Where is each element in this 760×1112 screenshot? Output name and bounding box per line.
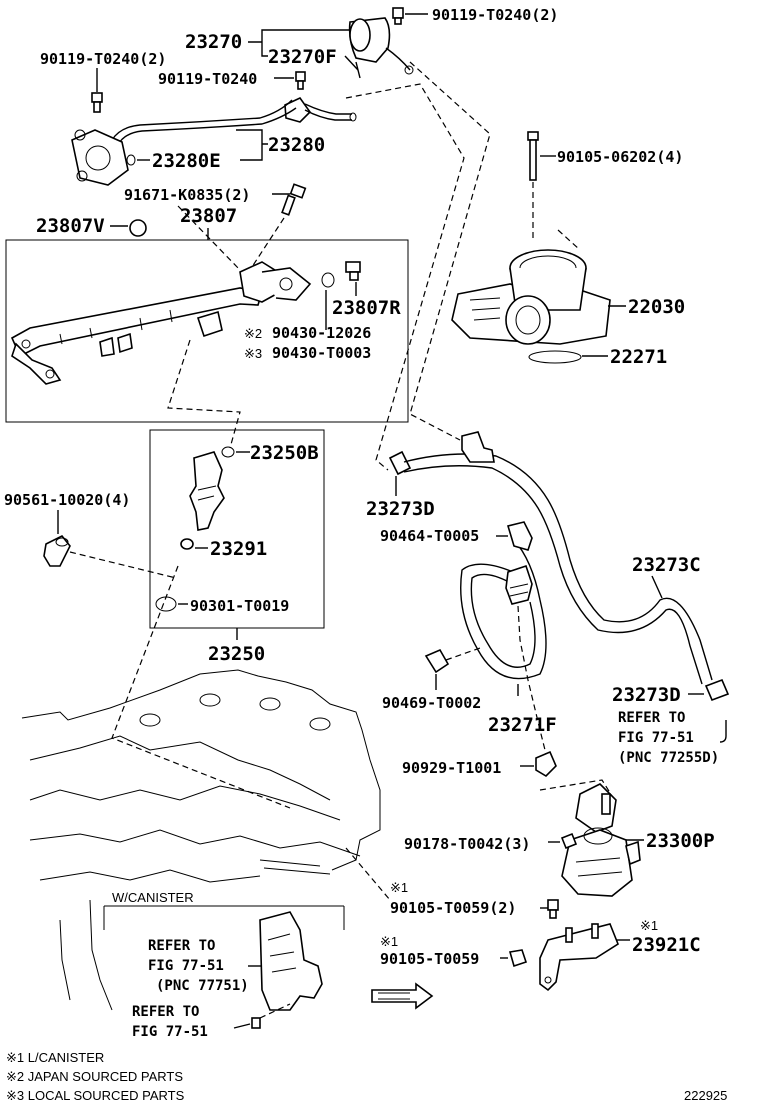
bracket-23921C [539, 923, 619, 992]
label-23273C: 23273C [632, 554, 701, 576]
plug-23807R-icon [345, 261, 361, 281]
label-23280: 23280 [268, 134, 325, 156]
vsv-23300P [561, 783, 641, 897]
canister-ref1-line3: (PNC 77751) [156, 978, 249, 994]
o-ring-23250B-icon [221, 446, 235, 458]
mark1-b: ※1 [380, 934, 398, 949]
injector-23250 [189, 451, 225, 531]
bolt-90105-06202-icon [527, 131, 539, 181]
label-23300P: 23300P [646, 830, 715, 852]
label-23271F: 23271F [488, 714, 557, 736]
label-23270: 23270 [185, 31, 242, 53]
label-23807R: 23807R [332, 297, 401, 319]
label-23270F: 23270F [268, 46, 337, 68]
canister-ref2-line2: FIG 77-51 [132, 1024, 208, 1040]
insulator-23291-icon [180, 538, 194, 550]
bolt-canister-icon [251, 1017, 261, 1029]
clip-23273D-top-icon [388, 450, 412, 476]
fuel-hose-23271F [460, 539, 547, 680]
o-ring-90430-icon [321, 272, 335, 288]
label-90119-single: 90119-T0240 [158, 70, 257, 88]
pulsation-damper-icon [71, 129, 129, 186]
fuel-pipe-23280 [111, 96, 357, 146]
bolt-90105-T0059-icon [508, 949, 528, 968]
fuel-rail-box [5, 239, 409, 423]
refer-right-line1: REFER TO [618, 710, 685, 726]
o-ring-90301-icon [155, 596, 177, 612]
label-90105-T0059-2: 90105-T0059(2) [390, 899, 516, 917]
footnote-3: ※3 LOCAL SOURCED PARTS [6, 1088, 185, 1103]
canister-box-title: W/CANISTER [112, 890, 194, 905]
fuel-rail-23807 [10, 261, 312, 385]
canister-ref2-line1: REFER TO [132, 1004, 199, 1020]
refer-right-line3: (PNC 77255D) [618, 750, 719, 766]
mark3: ※3 [244, 346, 262, 361]
label-90178: 90178-T0042(3) [404, 835, 530, 853]
nut-23807V-icon [129, 219, 147, 237]
label-22271: 22271 [610, 346, 667, 368]
bolt-90119-left-icon [91, 92, 103, 113]
clip-90929-icon [535, 750, 557, 778]
label-23807V: 23807V [36, 215, 105, 237]
nut-90178-icon [560, 832, 578, 850]
pressure-regulator-23270 [348, 17, 414, 79]
label-90119-top: 90119-T0240(2) [432, 6, 558, 24]
label-23807: 23807 [180, 205, 237, 227]
label-91671: 91671-K0835(2) [124, 186, 250, 204]
label-90430-T0003: 90430-T0003 [272, 344, 371, 362]
footnote-2: ※2 JAPAN SOURCED PARTS [6, 1069, 183, 1084]
o-ring-23280E-icon [126, 154, 136, 166]
label-23291: 23291 [210, 538, 267, 560]
throttle-body-22030 [451, 249, 611, 345]
label-23250: 23250 [208, 643, 265, 665]
label-23250B: 23250B [250, 442, 319, 464]
clip-23273D-right-icon [704, 678, 730, 702]
footnote-1: ※1 L/CANISTER [6, 1050, 104, 1065]
label-23273D-right: 23273D [612, 684, 681, 706]
label-90430-12026: 90430-12026 [272, 324, 371, 342]
fuel-hose-23273C [403, 431, 713, 685]
engine-block-sketch [21, 669, 381, 1011]
mark2: ※2 [244, 326, 262, 341]
clip-90469-icon [424, 648, 450, 674]
direction-arrow-icon [371, 982, 434, 1010]
plug-90561-icon [43, 534, 71, 567]
diagram-number: 222925 [684, 1088, 727, 1103]
label-90464: 90464-T0005 [380, 527, 479, 545]
label-90105-06202: 90105-06202(4) [557, 148, 683, 166]
label-90119-left: 90119-T0240(2) [40, 50, 166, 68]
label-22030: 22030 [628, 296, 685, 318]
refer-right-line2: FIG 77-51 [618, 730, 694, 746]
bolt-91671-icon [281, 183, 307, 216]
bolt-90119-top-icon [392, 7, 404, 25]
clip-90464-icon [506, 521, 533, 551]
label-90561: 90561-10020(4) [4, 491, 130, 509]
label-90105-T0059: 90105-T0059 [380, 950, 479, 968]
label-23921C: 23921C [632, 934, 701, 956]
label-90301: 90301-T0019 [190, 597, 289, 615]
bolt-90105-T0059-2-icon [547, 899, 559, 919]
label-23273D-top: 23273D [366, 498, 435, 520]
mark1-c: ※1 [640, 918, 658, 933]
mark1-a: ※1 [390, 880, 408, 895]
label-90929: 90929-T1001 [402, 759, 501, 777]
canister-bracket-icon [259, 911, 323, 1011]
canister-ref1-line1: REFER TO [148, 938, 215, 954]
bolt-90119-single-icon [295, 71, 306, 90]
label-90469: 90469-T0002 [382, 694, 481, 712]
label-23280E: 23280E [152, 150, 221, 172]
gasket-22271-icon [528, 350, 582, 364]
canister-ref1-line2: FIG 77-51 [148, 958, 224, 974]
